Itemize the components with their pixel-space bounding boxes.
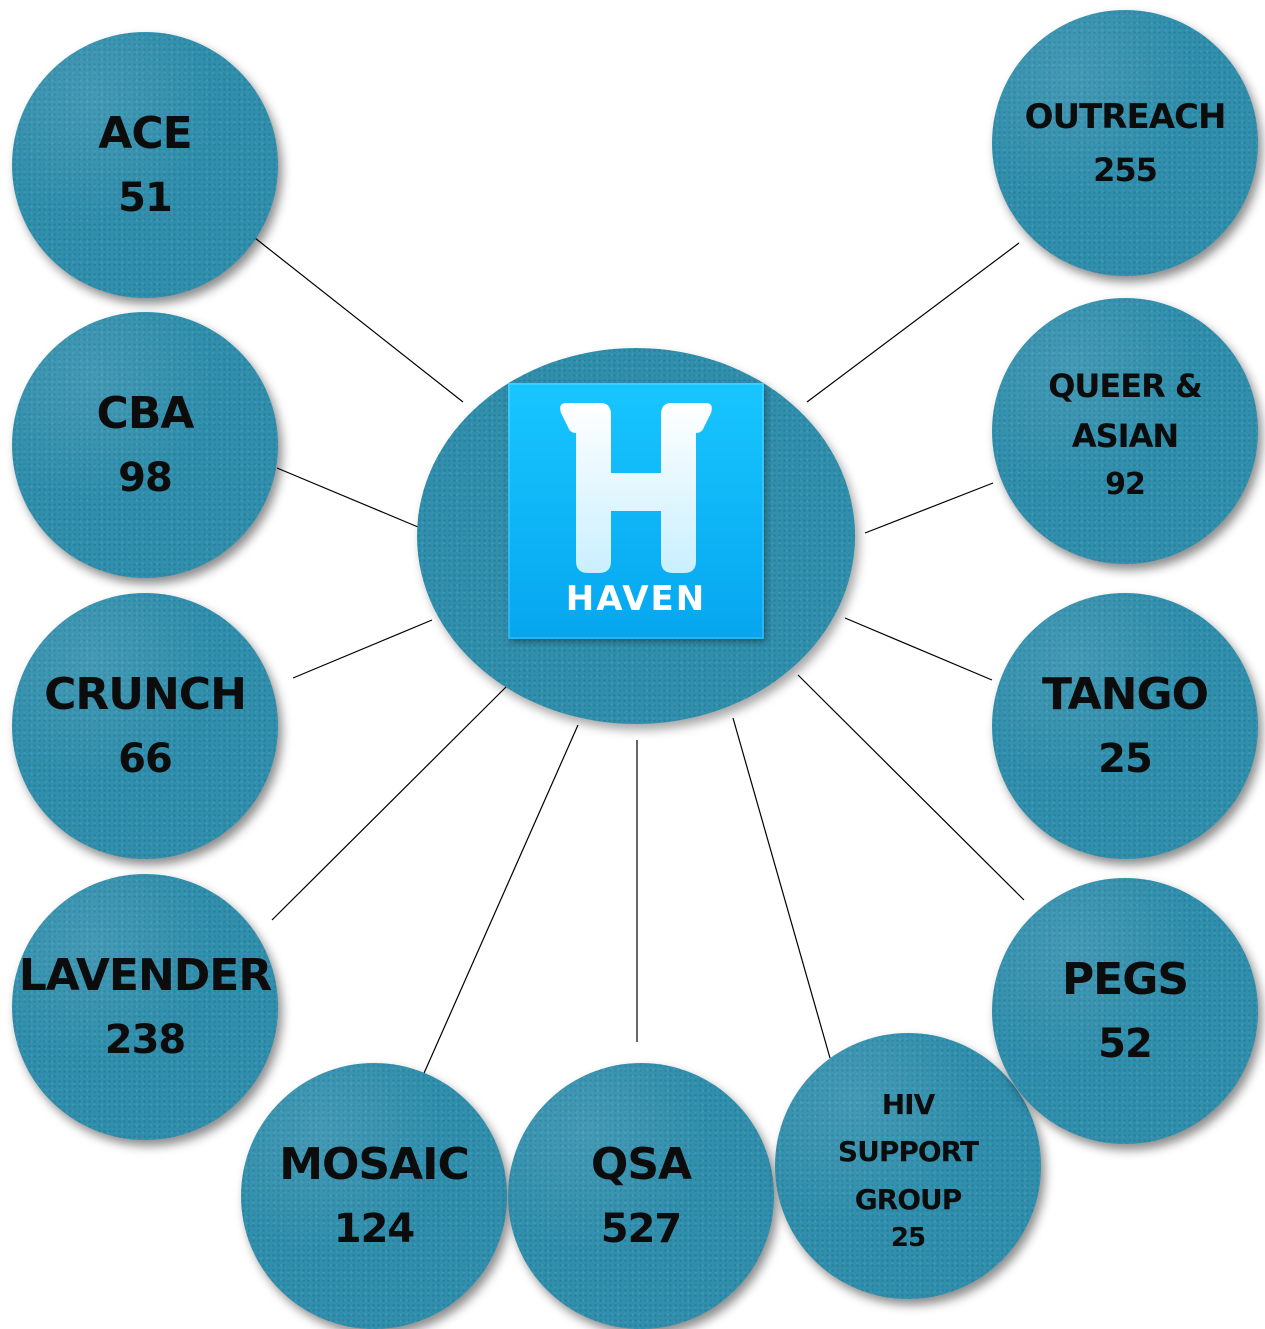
group-node-mosaic: MOSAIC 124 bbox=[241, 1063, 507, 1329]
link-tango bbox=[844, 617, 993, 681]
group-name: ACE bbox=[98, 108, 192, 159]
group-name: TANGO bbox=[1042, 669, 1209, 720]
member-count: 25 bbox=[1098, 736, 1153, 782]
group-node-tango: TANGO 25 bbox=[992, 593, 1258, 859]
member-count: 238 bbox=[104, 1017, 186, 1063]
link-mosaic bbox=[420, 724, 579, 1081]
group-node-qsa: QSA 527 bbox=[508, 1063, 774, 1329]
link-ace bbox=[254, 237, 464, 403]
member-count: 124 bbox=[333, 1206, 415, 1252]
member-count: 25 bbox=[890, 1223, 926, 1254]
link-lavender bbox=[271, 686, 507, 921]
group-node-ace: ACE 51 bbox=[12, 32, 278, 298]
group-node-outreach: OUTREACH 255 bbox=[992, 10, 1258, 276]
group-name-line: QUEER & bbox=[1048, 367, 1203, 406]
h-letter-icon bbox=[560, 403, 712, 573]
group-name: LAVENDER bbox=[18, 950, 272, 1001]
group-name: OUTREACH bbox=[1024, 97, 1227, 137]
link-hiv bbox=[732, 717, 831, 1059]
group-name: QSA bbox=[590, 1139, 692, 1190]
group-name-line: SUPPORT bbox=[837, 1135, 979, 1169]
haven-logo: HAVEN bbox=[508, 383, 764, 639]
group-node-crunch: CRUNCH 66 bbox=[12, 593, 278, 859]
member-count: 527 bbox=[600, 1206, 682, 1252]
link-crunch bbox=[292, 619, 433, 679]
link-queer-asian bbox=[864, 482, 994, 534]
member-count: 51 bbox=[118, 175, 173, 221]
group-node-queer-asian: QUEER & ASIAN 92 bbox=[992, 298, 1258, 564]
group-name: PEGS bbox=[1061, 954, 1189, 1005]
link-outreach bbox=[806, 242, 1020, 403]
member-count: 66 bbox=[118, 736, 173, 782]
logo-wordmark: HAVEN bbox=[565, 579, 707, 619]
group-name-line: HIV bbox=[881, 1087, 936, 1121]
group-name: CBA bbox=[96, 388, 195, 439]
group-node-cba: CBA 98 bbox=[12, 312, 278, 578]
group-name-line: GROUP bbox=[854, 1182, 963, 1216]
group-node-pegs: PEGS 52 bbox=[992, 878, 1258, 1144]
member-count: 255 bbox=[1093, 151, 1158, 189]
member-count: 98 bbox=[118, 455, 173, 501]
group-node-lavender: LAVENDER 238 bbox=[12, 874, 278, 1140]
link-pegs bbox=[797, 674, 1025, 901]
group-name-line: ASIAN bbox=[1071, 417, 1179, 455]
link-cba bbox=[276, 467, 419, 528]
group-name: CRUNCH bbox=[44, 669, 247, 720]
member-count: 92 bbox=[1105, 466, 1146, 502]
group-name: MOSAIC bbox=[279, 1139, 470, 1190]
group-node-hiv-support-group: HIV SUPPORT GROUP 25 bbox=[775, 1033, 1041, 1299]
member-count: 52 bbox=[1098, 1021, 1153, 1067]
